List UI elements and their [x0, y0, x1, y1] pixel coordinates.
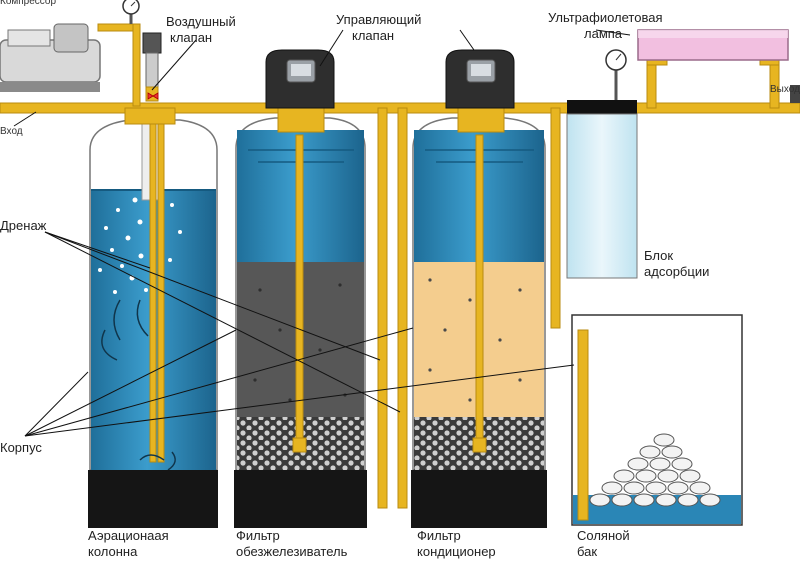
control-valve-label-line1: Управляющий: [336, 12, 422, 27]
aeration-label-line1: Аэрационаая: [88, 528, 169, 543]
uv-lamp: [637, 29, 789, 61]
salt-tank-label-line2: бак: [577, 544, 598, 559]
salt-tablets: [589, 433, 721, 507]
outlet-label: Выход: [770, 84, 800, 95]
leader-lines: [13, 29, 631, 437]
pressure-gauge-left: [122, 0, 140, 24]
uv-lamp-label-line2: лампа: [584, 26, 623, 41]
iron-filter-label-line1: Фильтр: [236, 528, 280, 543]
inlet-label: Вход: [0, 126, 23, 137]
control-valve-label-line2: клапан: [352, 28, 395, 43]
conditioner-label-line2: кондиционер: [417, 544, 496, 559]
salt-tank-label-line1: Соляной: [577, 528, 630, 543]
air-valve-label-line1: Воздушный: [166, 14, 236, 29]
outlet-valve: [790, 85, 800, 103]
conditioner-label-line1: Фильтр: [417, 528, 461, 543]
aeration-label-line2: колонна: [88, 544, 138, 559]
drain-label: Дренаж: [0, 218, 47, 233]
aeration-column: [88, 107, 218, 528]
media-granules: [428, 278, 522, 402]
body-label: Корпус: [0, 440, 42, 455]
adsorption-label-line1: Блок: [644, 248, 674, 263]
air-valve-label-line2: клапан: [170, 30, 213, 45]
iron-filter-label-line2: обезжелезиватель: [236, 544, 348, 559]
compressor: [0, 23, 101, 92]
air-bubbles: [98, 197, 182, 294]
adsorption-block: [566, 100, 638, 279]
pressure-gauge-right: [605, 49, 627, 105]
air-valve: [142, 32, 162, 102]
adsorption-label-line2: адсорбции: [644, 264, 710, 279]
uv-lamp-label-line1: Ультрафиолетовая: [548, 10, 663, 25]
salt-tank: [571, 314, 743, 526]
compressor-label: Компрессор: [0, 0, 57, 7]
flow-arrows: [101, 299, 176, 471]
conditioner-filter: [411, 49, 547, 528]
iron-removal-filter: [234, 49, 367, 528]
